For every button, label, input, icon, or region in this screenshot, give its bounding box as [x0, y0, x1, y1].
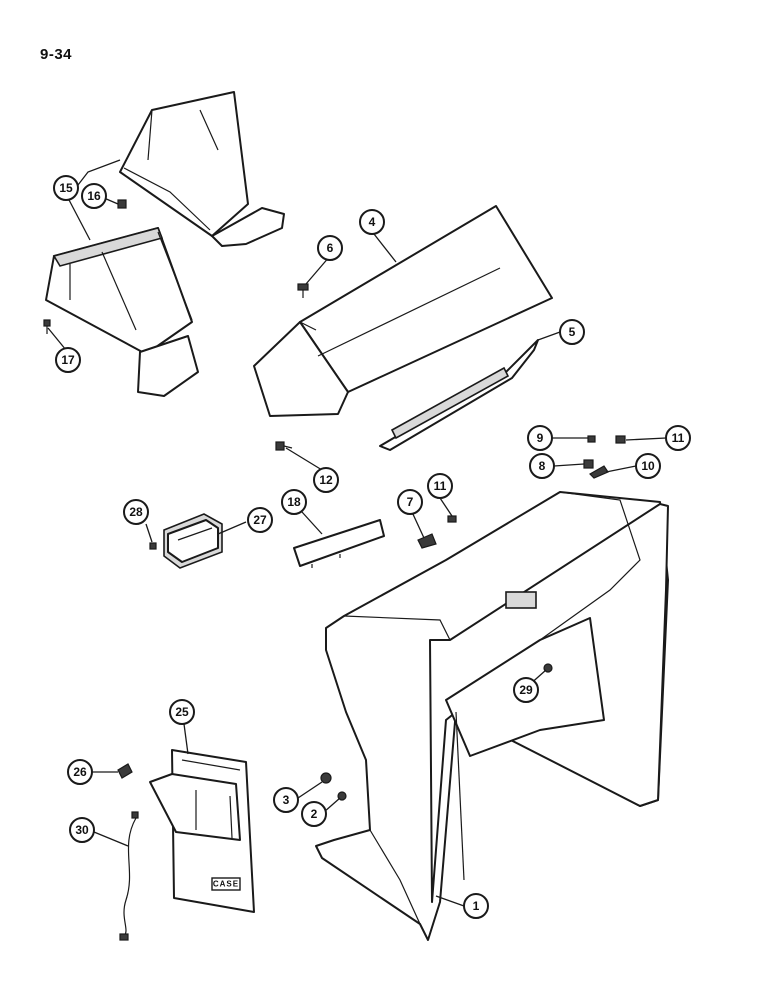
- clip-11b: [447, 515, 457, 523]
- screw-17: [43, 319, 51, 334]
- callout-15: 15: [53, 175, 79, 201]
- wire-harness-30: [119, 811, 139, 941]
- svg-text:9: 9: [537, 431, 544, 445]
- callout-18: 18: [281, 489, 307, 515]
- svg-text:28: 28: [129, 505, 143, 519]
- callout-3: 3: [273, 787, 299, 813]
- svg-text:15: 15: [59, 181, 73, 195]
- svg-text:29: 29: [519, 683, 533, 697]
- callout-5: 5: [559, 319, 585, 345]
- bracket-7: [417, 533, 437, 549]
- callout-26: 26: [67, 759, 93, 785]
- svg-text:4: 4: [369, 215, 376, 229]
- callout-12: 12: [313, 467, 339, 493]
- callout-9: 9: [527, 425, 553, 451]
- brand-plate: CASE: [211, 877, 241, 891]
- callout-11b: 11: [427, 473, 453, 499]
- svg-text:10: 10: [641, 459, 655, 473]
- fastener-6: [297, 283, 309, 298]
- svg-text:7: 7: [407, 495, 414, 509]
- svg-text:17: 17: [61, 353, 75, 367]
- svg-text:11: 11: [434, 479, 447, 493]
- svg-text:30: 30: [75, 823, 89, 837]
- svg-text:12: 12: [319, 473, 333, 487]
- page-number: 9-34: [40, 46, 73, 63]
- duct-hood-upper: [119, 91, 285, 247]
- callout-7: 7: [397, 489, 423, 515]
- callout-6: 6: [317, 235, 343, 261]
- callout-2: 2: [301, 801, 327, 827]
- clip-16: [117, 199, 127, 209]
- fastener-12: [275, 441, 293, 451]
- panel-cover-18: [293, 519, 385, 568]
- brand-plate-text: CASE: [213, 880, 239, 889]
- grommet-3: [320, 772, 332, 784]
- svg-text:2: 2: [311, 807, 318, 821]
- vent-outlet-27: [163, 513, 223, 569]
- console-housing: [315, 491, 669, 941]
- clip-26: [117, 763, 133, 779]
- callout-29: 29: [513, 677, 539, 703]
- svg-text:1: 1: [473, 899, 480, 913]
- svg-text:16: 16: [87, 189, 101, 203]
- callout-8: 8: [529, 453, 555, 479]
- svg-text:26: 26: [73, 765, 87, 779]
- vent-grille-strip: [379, 339, 539, 451]
- screw-28: [149, 542, 157, 550]
- callout-10: 10: [635, 453, 661, 479]
- manual-holder-25: [149, 749, 255, 913]
- hardware-9: [587, 435, 596, 443]
- svg-text:18: 18: [287, 495, 301, 509]
- svg-text:25: 25: [175, 705, 189, 719]
- svg-text:5: 5: [569, 325, 576, 339]
- svg-text:3: 3: [283, 793, 290, 807]
- hardware-11a: [615, 435, 626, 444]
- svg-text:27: 27: [253, 513, 267, 527]
- svg-text:6: 6: [327, 241, 334, 255]
- callout-27: 27: [247, 507, 273, 533]
- callout-25: 25: [169, 699, 195, 725]
- svg-text:11: 11: [672, 431, 685, 445]
- callout-4: 4: [359, 209, 385, 235]
- callout-1: 1: [463, 893, 489, 919]
- svg-text:8: 8: [539, 459, 546, 473]
- callout-28: 28: [123, 499, 149, 525]
- callout-30: 30: [69, 817, 95, 843]
- air-duct: [253, 205, 553, 417]
- callout-11a: 11: [665, 425, 691, 451]
- callout-17: 17: [55, 347, 81, 373]
- callout-16: 16: [81, 183, 107, 209]
- duct-frame-lower: [45, 227, 199, 397]
- hardware-8: [583, 459, 594, 469]
- leader-lines: [47, 159, 667, 907]
